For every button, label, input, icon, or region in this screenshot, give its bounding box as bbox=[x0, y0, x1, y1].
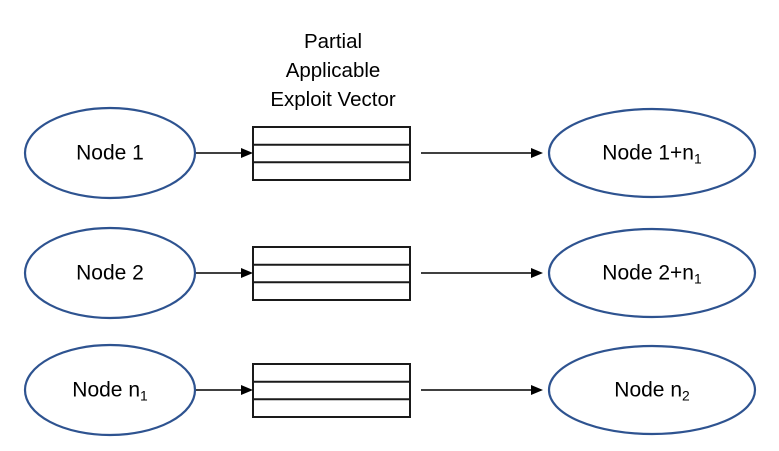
source-node-ellipse-3[interactable] bbox=[23, 343, 197, 437]
arrow-source-to-vector-1 bbox=[196, 148, 253, 158]
arrow-vector-to-target-1 bbox=[421, 148, 543, 158]
source-node-ellipse-2[interactable] bbox=[23, 226, 197, 320]
arrow-source-to-vector-2 bbox=[196, 268, 253, 278]
exploit-vector-title: Partial Applicable Exploit Vector bbox=[218, 27, 448, 114]
exploit-vector-box-1[interactable] bbox=[252, 126, 411, 181]
target-node-ellipse-1[interactable] bbox=[547, 107, 757, 199]
source-node-ellipse-1[interactable] bbox=[23, 106, 197, 200]
target-node-ellipse-2[interactable] bbox=[547, 227, 757, 319]
exploit-vector-box-3[interactable] bbox=[252, 363, 411, 418]
exploit-vector-box-2[interactable] bbox=[252, 246, 411, 301]
exploit-vector-title-line-2: Applicable bbox=[285, 59, 381, 83]
arrow-vector-to-target-2 bbox=[421, 268, 543, 278]
target-node-ellipse-3[interactable] bbox=[547, 344, 757, 436]
arrow-source-to-vector-3 bbox=[196, 385, 253, 395]
arrow-vector-to-target-3 bbox=[421, 385, 543, 395]
exploit-vector-title-line-1: Partial bbox=[303, 30, 363, 53]
exploit-vector-title-line-3: Exploit Vector bbox=[270, 88, 396, 112]
